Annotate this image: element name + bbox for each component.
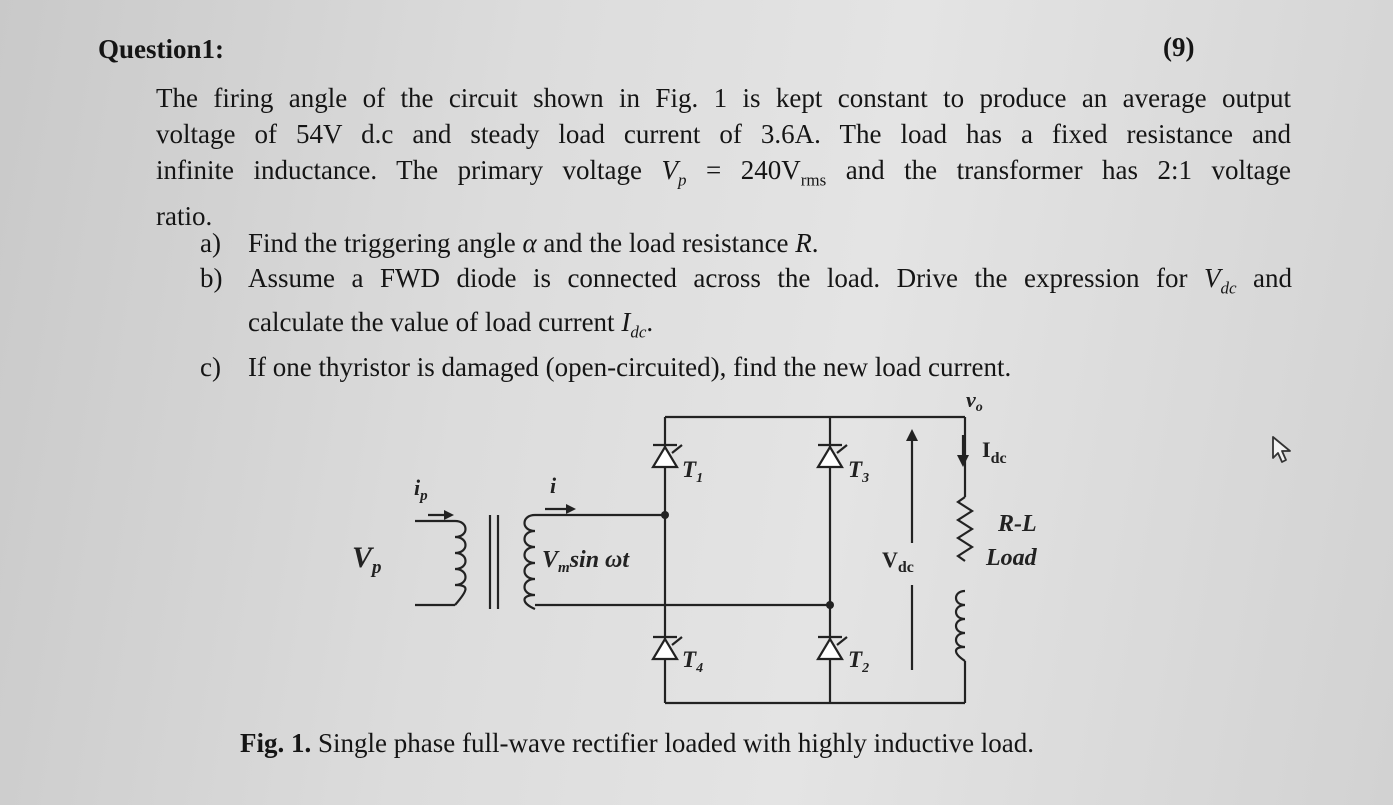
part-label: c) — [200, 351, 221, 382]
i-label: i — [550, 473, 557, 498]
resistor-icon — [955, 496, 975, 562]
idc-arrowhead — [957, 455, 969, 467]
part-b: b) Assume a FWD diode is connected acros… — [200, 261, 1292, 350]
source-label: Vmsin ωt — [542, 547, 630, 576]
thyristor-icon — [816, 635, 848, 661]
primary-coil-icon — [454, 519, 467, 606]
t2-label: T2 — [848, 647, 869, 676]
vdc-label: Vdc — [882, 547, 914, 576]
part-a: a) Find the triggering angle α and the l… — [200, 226, 1292, 261]
load-label-line1: R-L — [997, 511, 1037, 537]
part-label: a) — [200, 228, 221, 258]
t1-label: T1 — [682, 457, 703, 486]
thyristor-icon — [651, 635, 683, 661]
question-title: Question1: — [98, 34, 225, 64]
question-marks: (9) — [1163, 32, 1195, 62]
secondary-coil-icon — [523, 513, 536, 611]
t4-label: T4 — [682, 647, 703, 676]
junction-dot — [661, 511, 669, 519]
t3-label: T3 — [848, 457, 869, 486]
ip-arrowhead — [444, 510, 454, 520]
junction-dot — [826, 601, 834, 609]
i-arrowhead — [566, 504, 576, 514]
paragraph-line-1: The firing angle of the circuit shown in… — [156, 83, 1291, 113]
thyristor-icon — [816, 443, 848, 469]
primary-leads — [415, 519, 455, 607]
paragraph-line-2: voltage of 54V d.c and steady load curre… — [156, 119, 1291, 149]
part-c: c) If one thyristor is damaged (open-cir… — [200, 350, 1292, 385]
part-label: b) — [200, 263, 223, 293]
ip-label: ip — [414, 475, 428, 504]
mouse-cursor-icon — [1272, 436, 1291, 463]
vo-label: vo — [966, 387, 983, 415]
question-parts: a) Find the triggering angle α and the l… — [200, 226, 1292, 385]
question-paragraph: The firing angle of the circuit shown in… — [156, 80, 1291, 234]
idc-label: Idc — [982, 437, 1007, 467]
vp-label: Vp — [352, 541, 382, 578]
vdc-arrowhead — [906, 429, 918, 441]
thyristor-icon — [651, 443, 683, 469]
paragraph-line-3: infinite inductance. The primary voltage… — [156, 155, 1291, 190]
paragraph-line-4: ratio. — [156, 201, 213, 232]
inductor-icon — [954, 589, 966, 662]
secondary-leads — [535, 513, 665, 607]
load-label-line2: Load — [985, 545, 1038, 571]
circuit-diagram: Vp ip i Vmsin ωt T1 T3 T4 T2 vo Idc Vdc … — [352, 387, 1038, 705]
figure-caption: Fig. 1. Single phase full-wave rectifier… — [240, 728, 1035, 758]
